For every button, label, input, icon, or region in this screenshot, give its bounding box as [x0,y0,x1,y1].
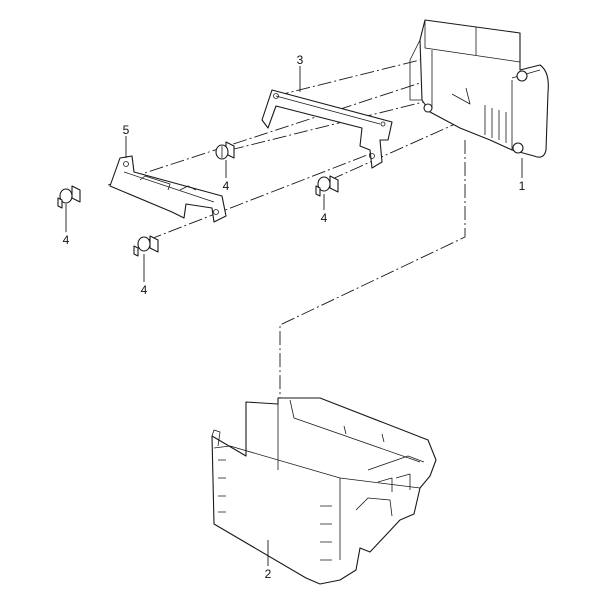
callout-5: 5 [123,123,130,137]
bolt-right [315,175,339,197]
lower-bracket [109,155,227,223]
callout-1: 1 [519,179,526,193]
callout-4-lower: 4 [141,283,148,297]
callout-4-right: 4 [321,211,328,225]
bolt-lower-left [133,235,159,257]
callout-2: 2 [265,567,272,581]
leader-lines [65,66,523,566]
housing-tray [211,397,437,585]
callout-4-left: 4 [63,233,70,247]
callout-3: 3 [297,53,304,67]
callouts: 3 5 4 4 4 4 1 2 [63,53,526,581]
upper-bracket [261,89,393,169]
callout-4-upper: 4 [223,179,230,193]
bolt-upper-middle [215,141,235,160]
control-unit [409,19,549,158]
bolt-left [57,185,81,209]
